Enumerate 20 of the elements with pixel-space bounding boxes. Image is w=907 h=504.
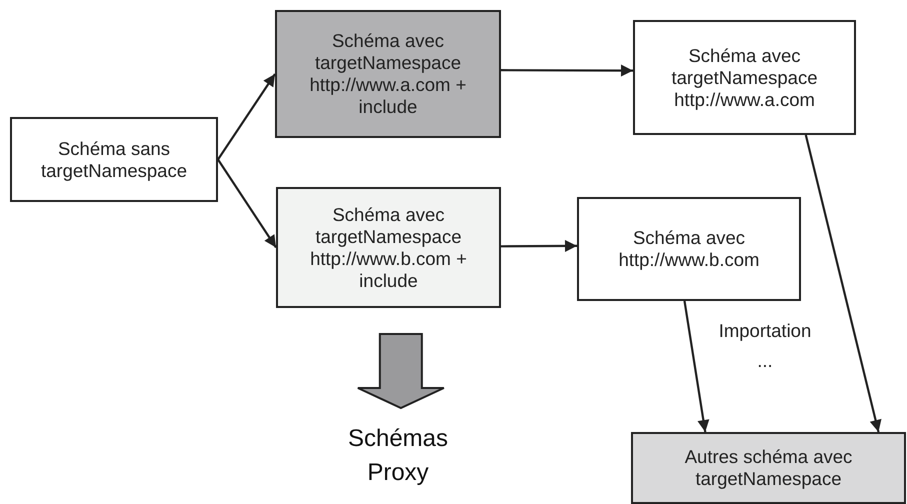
arrow xyxy=(217,73,276,160)
schema-box xyxy=(275,10,501,138)
arrow xyxy=(501,240,577,252)
schema-box xyxy=(276,187,501,308)
arrow xyxy=(683,300,710,432)
arrow xyxy=(804,134,882,432)
schema-box xyxy=(631,432,906,504)
arrow xyxy=(501,64,633,77)
node-label: Schémas Proxy xyxy=(318,418,478,494)
box-text: Schéma avec targetNamespace http://www.a.com + include xyxy=(308,30,468,118)
arrow xyxy=(217,158,277,248)
box-text: Schéma sans targetNamespace xyxy=(40,138,188,182)
schema-box xyxy=(633,20,856,135)
schema-box xyxy=(10,117,218,202)
box-text: Schéma avec targetNamespace http://www.a.com xyxy=(670,44,819,110)
block-arrow xyxy=(356,333,445,410)
schema-box xyxy=(577,197,801,301)
box-text: Schéma avec targetNamespace http://www.b.com + include xyxy=(309,204,468,292)
box-text: Autres schéma avec targetNamespace xyxy=(684,446,854,490)
box-text: Schéma avec http://www.b.com xyxy=(618,227,760,271)
